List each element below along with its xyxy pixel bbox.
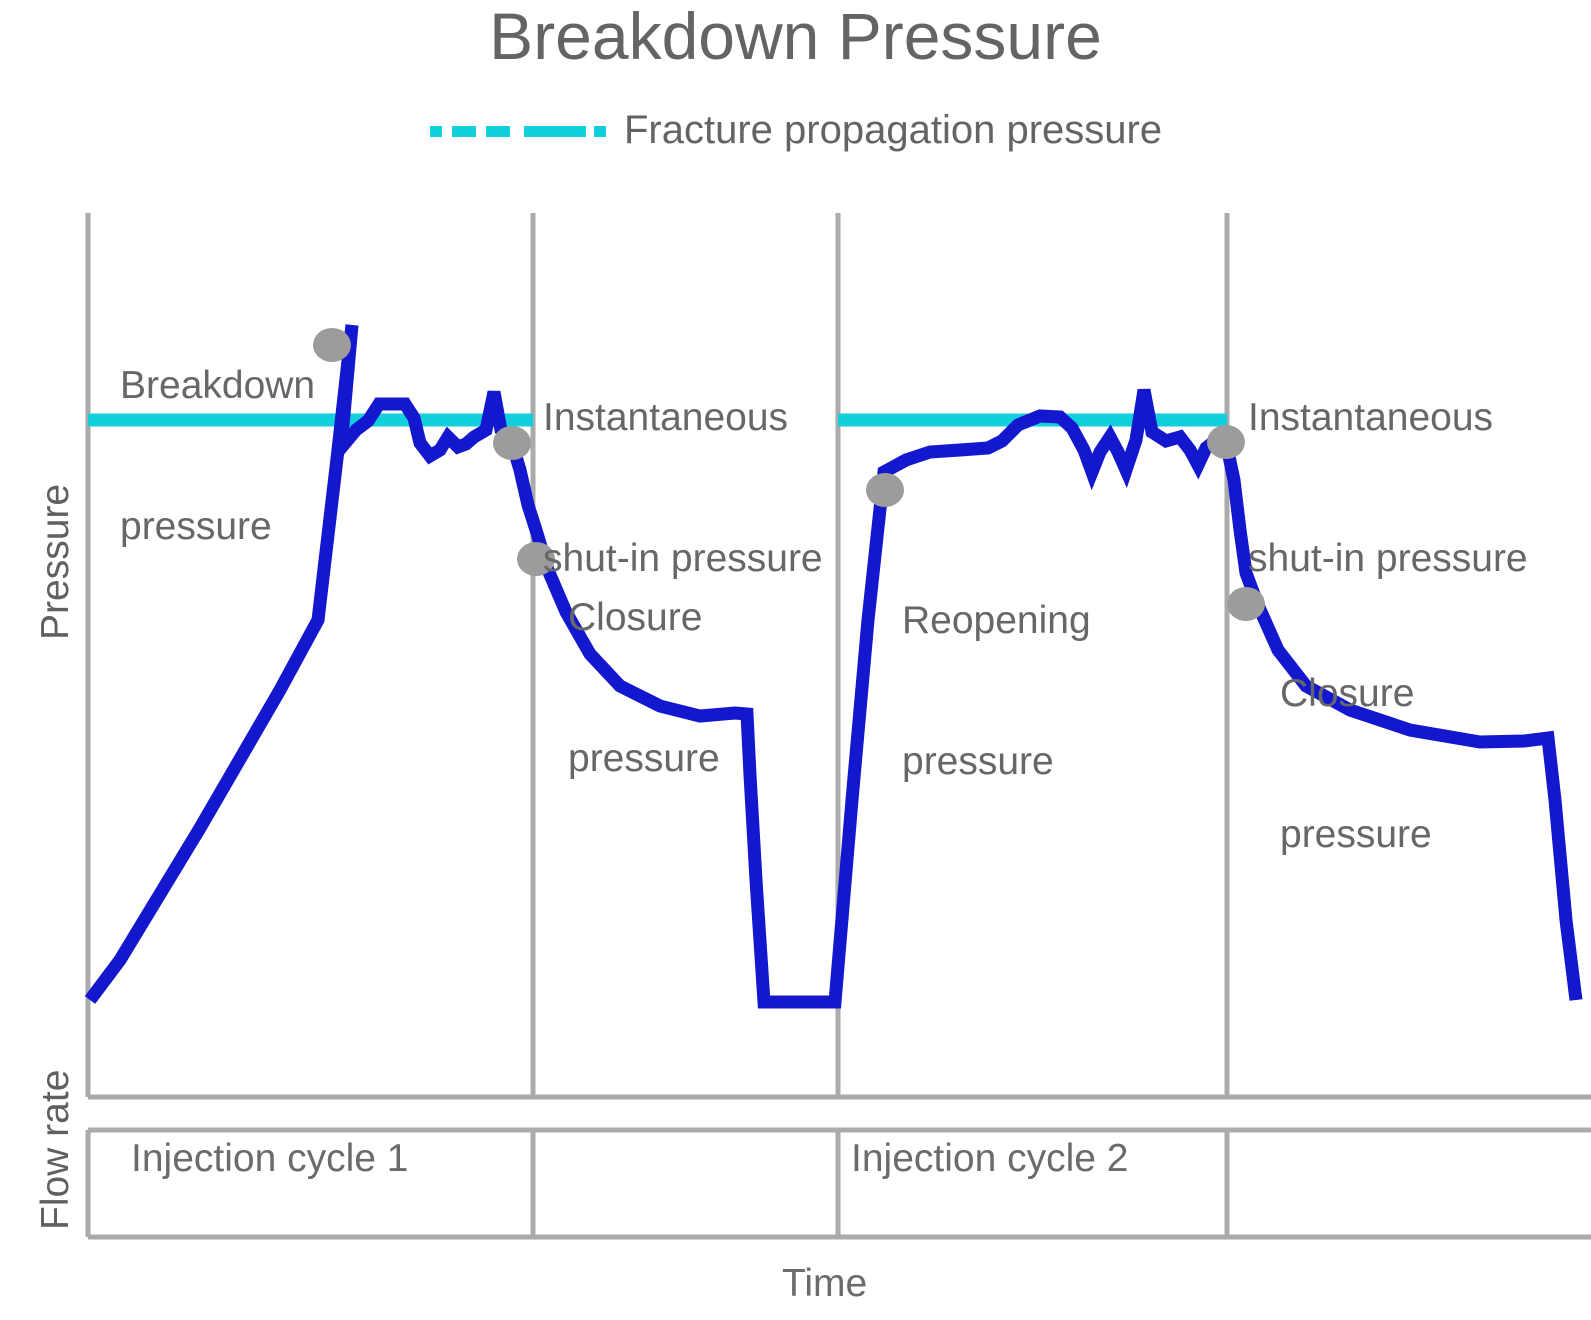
marker-dot-3 — [517, 542, 555, 576]
annotation-reopening-line2: pressure — [902, 740, 1054, 783]
axis-frame — [85, 213, 1591, 1240]
annotation-reopening-line1: Reopening — [902, 599, 1091, 642]
annotation-breakdown-line1: Breakdown — [120, 364, 316, 407]
annotation-isip-cycle2: Instantaneous shut-in pressure — [1248, 300, 1528, 676]
chart-title: Breakdown Pressure — [489, 0, 1102, 73]
chart-legend: Fracture propagation pressure — [430, 108, 1162, 153]
annotation-closure-cycle1: Closure pressure — [568, 500, 720, 876]
annotation-breakdown-line2: pressure — [120, 505, 272, 548]
legend-entry-label: Fracture propagation pressure — [624, 108, 1163, 152]
marker-dot-1 — [313, 328, 351, 362]
legend-dash-2 — [452, 125, 476, 137]
marker-dots — [313, 328, 1265, 621]
pressure-curve-line — [84, 324, 1583, 1009]
legend-dash-4 — [524, 125, 586, 137]
y-axis-label-flow-rate: Flow rate — [34, 1069, 77, 1230]
annotation-isip2-line2: shut-in pressure — [1248, 537, 1528, 580]
annotation-isip2-line1: Instantaneous — [1248, 396, 1494, 439]
cycle-label-two: Injection cycle 2 — [851, 1137, 1129, 1180]
pressure-curve — [84, 324, 1583, 1009]
legend-dash-3 — [486, 125, 510, 137]
annotation-closure2-line2: pressure — [1280, 813, 1432, 856]
annotation-closure-cycle2: Closure pressure — [1280, 576, 1432, 952]
annotation-isip1-line1: Instantaneous — [543, 396, 789, 439]
annotation-closure1-line2: pressure — [568, 737, 720, 780]
marker-dot-5 — [1207, 425, 1245, 459]
y-axis-label-pressure: Pressure — [34, 483, 77, 640]
marker-dot-2 — [493, 426, 531, 460]
annotation-breakdown-pressure: Breakdown pressure — [120, 268, 315, 644]
annotation-isip1-line2: shut-in pressure — [543, 537, 823, 580]
legend-dash-5 — [594, 125, 606, 137]
annotation-reopening-pressure: Reopening pressure — [902, 503, 1091, 879]
legend-line-swatch — [430, 125, 606, 137]
annotation-isip-cycle1: Instantaneous shut-in pressure — [543, 300, 823, 676]
cycle-label-one: Injection cycle 1 — [131, 1137, 409, 1180]
marker-dot-6 — [1227, 587, 1265, 621]
marker-dot-4 — [866, 473, 904, 507]
x-axis-label-time: Time — [782, 1262, 868, 1305]
annotation-closure1-line1: Closure — [568, 596, 703, 639]
annotation-closure2-line1: Closure — [1280, 672, 1415, 715]
legend-dash-1 — [430, 125, 442, 137]
